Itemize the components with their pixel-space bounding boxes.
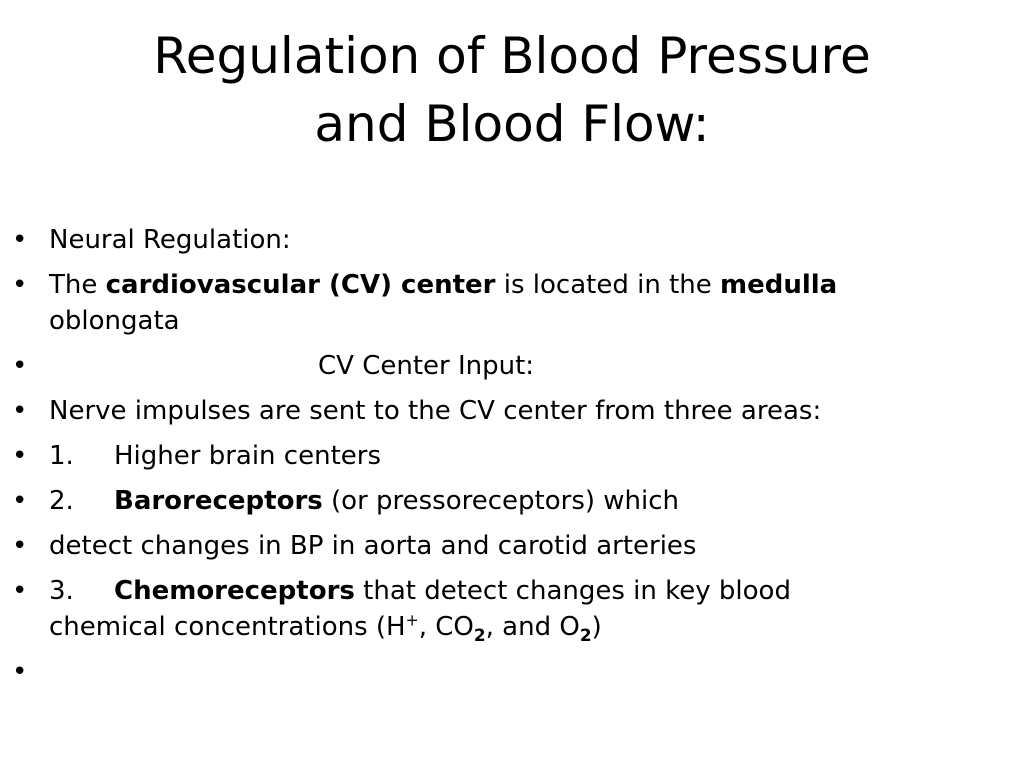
bullet-dot: • [12,657,28,687]
bullet-item: • 1. Higher brain centers [12,438,1022,474]
bullet-dot: • [12,270,28,300]
bullet-text: Higher brain centers [114,441,381,471]
bullet-text-mid: is located in the [495,270,721,300]
bullet-text: Nerve impulses are sent to the CV center… [49,396,822,426]
bullet-dot: • [12,576,28,606]
bullet-item: • 2. Baroreceptors (or pressoreceptors) w… [12,483,1022,519]
bullet-dot: • [12,531,28,561]
bullet-dot: • [12,441,28,471]
slide-title: Regulation of Blood Pressure and Blood F… [40,22,984,158]
bullet-item: • The cardiovascular (CV) center is loca… [12,267,1022,339]
bullet-dot: • [12,351,28,381]
bullet-bold-cv-center: cardiovascular (CV) center [105,270,496,300]
bullet-text-line2-d: ) [591,612,602,642]
bullet-bold-chemoreceptors: Chemoreceptors [114,576,355,606]
bullet-item: • 3. Chemoreceptors that detect changes i… [12,573,1022,645]
bullet-text: detect changes in BP in aorta and caroti… [49,531,697,561]
bullet-dot: • [12,225,28,255]
bullet-text-line2: oblongata [49,306,180,336]
bullet-text-line2-c: , and O [485,612,580,642]
bullet-bold-medulla: medulla [720,270,838,300]
bullet-text-rest: that detect changes in key blood [354,576,791,606]
bullet-text-line2-b: , CO [418,612,474,642]
bullet-text-line2-a: chemical concentrations (H [49,612,406,642]
bullet-dot: • [12,486,28,516]
subscript-two: 2 [579,625,592,646]
subscript-two: 2 [473,625,486,646]
bullet-item: • Nerve impulses are sent to the CV cent… [12,393,1022,429]
bullet-item: • CV Center Input: [12,348,1022,384]
item-number: 3. [49,576,74,606]
bullet-dot: • [12,396,28,426]
item-number: 2. [49,486,74,516]
subheading-cv-center-input: CV Center Input: [318,351,535,381]
bullet-text-rest: (or pressoreceptors) which [322,486,680,516]
bullet-list: • Neural Regulation: • The cardiovascula… [12,222,1022,687]
title-line-1: Regulation of Blood Pressure [153,27,871,85]
bullet-item: • detect changes in BP in aorta and caro… [12,528,1022,564]
title-line-2: and Blood Flow: [314,95,710,153]
superscript-plus: + [405,611,419,630]
bullet-text: Neural Regulation: [49,225,291,255]
item-number: 1. [49,441,74,471]
bullet-bold-baroreceptors: Baroreceptors [114,486,323,516]
bullet-item: • Neural Regulation: [12,222,1022,258]
bullet-text-pre: The [49,270,106,300]
